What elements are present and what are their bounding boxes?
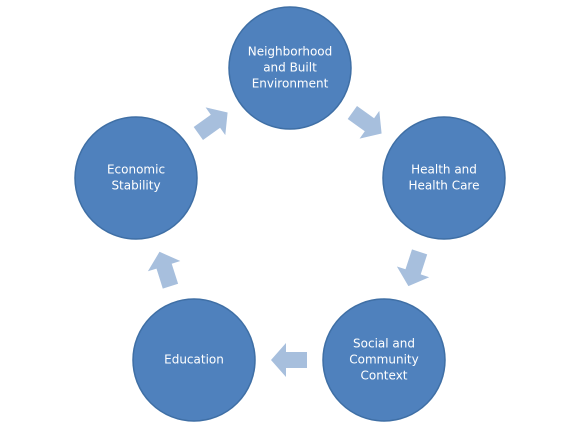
- arrow-economic-to-neighborhood: [193, 107, 228, 140]
- node-circle-neighborhood: [228, 6, 352, 130]
- node-label-social: Social and: [353, 337, 415, 351]
- node-label-neighborhood: Environment: [252, 77, 329, 91]
- node-circle-social: [322, 298, 446, 422]
- node-label-social: Context: [360, 369, 407, 383]
- node-label-health: Health Care: [408, 179, 479, 193]
- node-label-neighborhood: and Built: [263, 61, 317, 75]
- node-label-economic: Stability: [111, 179, 160, 193]
- arrows-layer: [147, 106, 430, 377]
- arrow-health-to-social: [396, 249, 430, 287]
- node-education: Education: [132, 298, 256, 422]
- node-label-education: Education: [164, 353, 224, 367]
- arrow-neighborhood-to-health: [347, 106, 382, 139]
- node-circle-economic: [74, 116, 198, 240]
- node-circle-education: [132, 298, 256, 422]
- node-label-social: Community: [349, 353, 418, 367]
- arrow-education-to-economic: [147, 251, 181, 289]
- node-label-neighborhood: Neighborhood: [248, 45, 333, 59]
- node-label-health: Health and: [411, 163, 477, 177]
- node-circle-health: [382, 116, 506, 240]
- node-label-economic: Economic: [107, 163, 165, 177]
- arrow-social-to-education: [271, 343, 307, 377]
